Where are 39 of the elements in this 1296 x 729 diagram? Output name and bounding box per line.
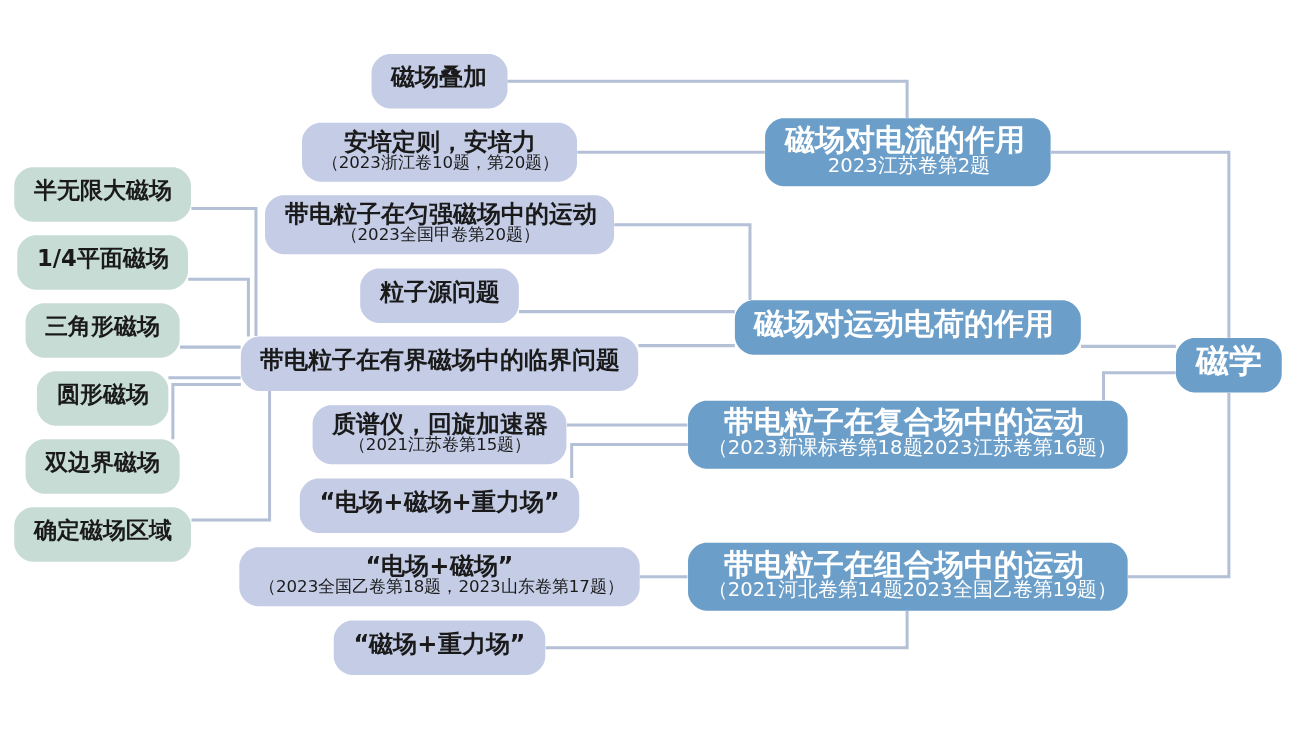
node-box: 磁场对电流的作用 2023江苏卷第2题 xyxy=(765,118,1051,187)
connector xyxy=(545,611,909,650)
connector xyxy=(1102,371,1176,401)
connector xyxy=(638,344,735,348)
node-box: 确定磁场区域 xyxy=(14,507,191,562)
connector xyxy=(168,376,241,380)
node-box: 磁学 xyxy=(1176,338,1282,393)
node-box: 安培定则，安培力 （2023浙江卷10题，第20题） xyxy=(302,122,577,182)
node-box: 质谱仪，回旋加速器 （2021江苏卷第15题） xyxy=(312,405,567,465)
connector xyxy=(191,391,272,522)
connector xyxy=(570,443,688,479)
connector xyxy=(507,79,909,118)
node-box: 磁场叠加 xyxy=(371,54,508,109)
node-box: 带电粒子在匀强磁场中的运动 （2023全国甲卷第20题） xyxy=(265,195,614,255)
connector xyxy=(171,382,241,440)
connector xyxy=(639,575,688,579)
connector xyxy=(614,223,752,300)
node-box: “电场+磁场” （2023全国乙卷第18题，2023山东卷第17题） xyxy=(239,547,640,607)
node-box: 半无限大磁场 xyxy=(14,167,191,222)
connector xyxy=(191,207,258,336)
node-box: “磁场+重力场” xyxy=(333,620,546,675)
node-box: 圆形磁场 xyxy=(36,371,169,426)
connector xyxy=(1051,150,1231,338)
connector xyxy=(180,345,241,349)
connector xyxy=(1080,344,1176,348)
connector xyxy=(188,277,250,337)
node-box: 带电粒子在复合场中的运动 （2023新课标卷第18题2023江苏卷第16题） xyxy=(688,400,1128,469)
connector xyxy=(1127,392,1231,579)
connector xyxy=(577,150,765,154)
node-box: 磁场对运动电荷的作用 xyxy=(734,300,1081,355)
node-box: 双边界磁场 xyxy=(25,439,180,494)
node-box: 三角形磁场 xyxy=(25,303,180,358)
node-box: 带电粒子在组合场中的运动 （2021河北卷第14题2023全国乙卷第19题） xyxy=(688,542,1128,611)
node-box: “电场+磁场+重力场” xyxy=(299,478,580,533)
node-box: 粒子源问题 xyxy=(360,268,519,323)
node-box: 1/4平面磁场 xyxy=(17,235,188,290)
connector xyxy=(567,423,688,427)
connector xyxy=(519,310,735,314)
node-box: 带电粒子在有界磁场中的临界问题 xyxy=(240,336,639,391)
